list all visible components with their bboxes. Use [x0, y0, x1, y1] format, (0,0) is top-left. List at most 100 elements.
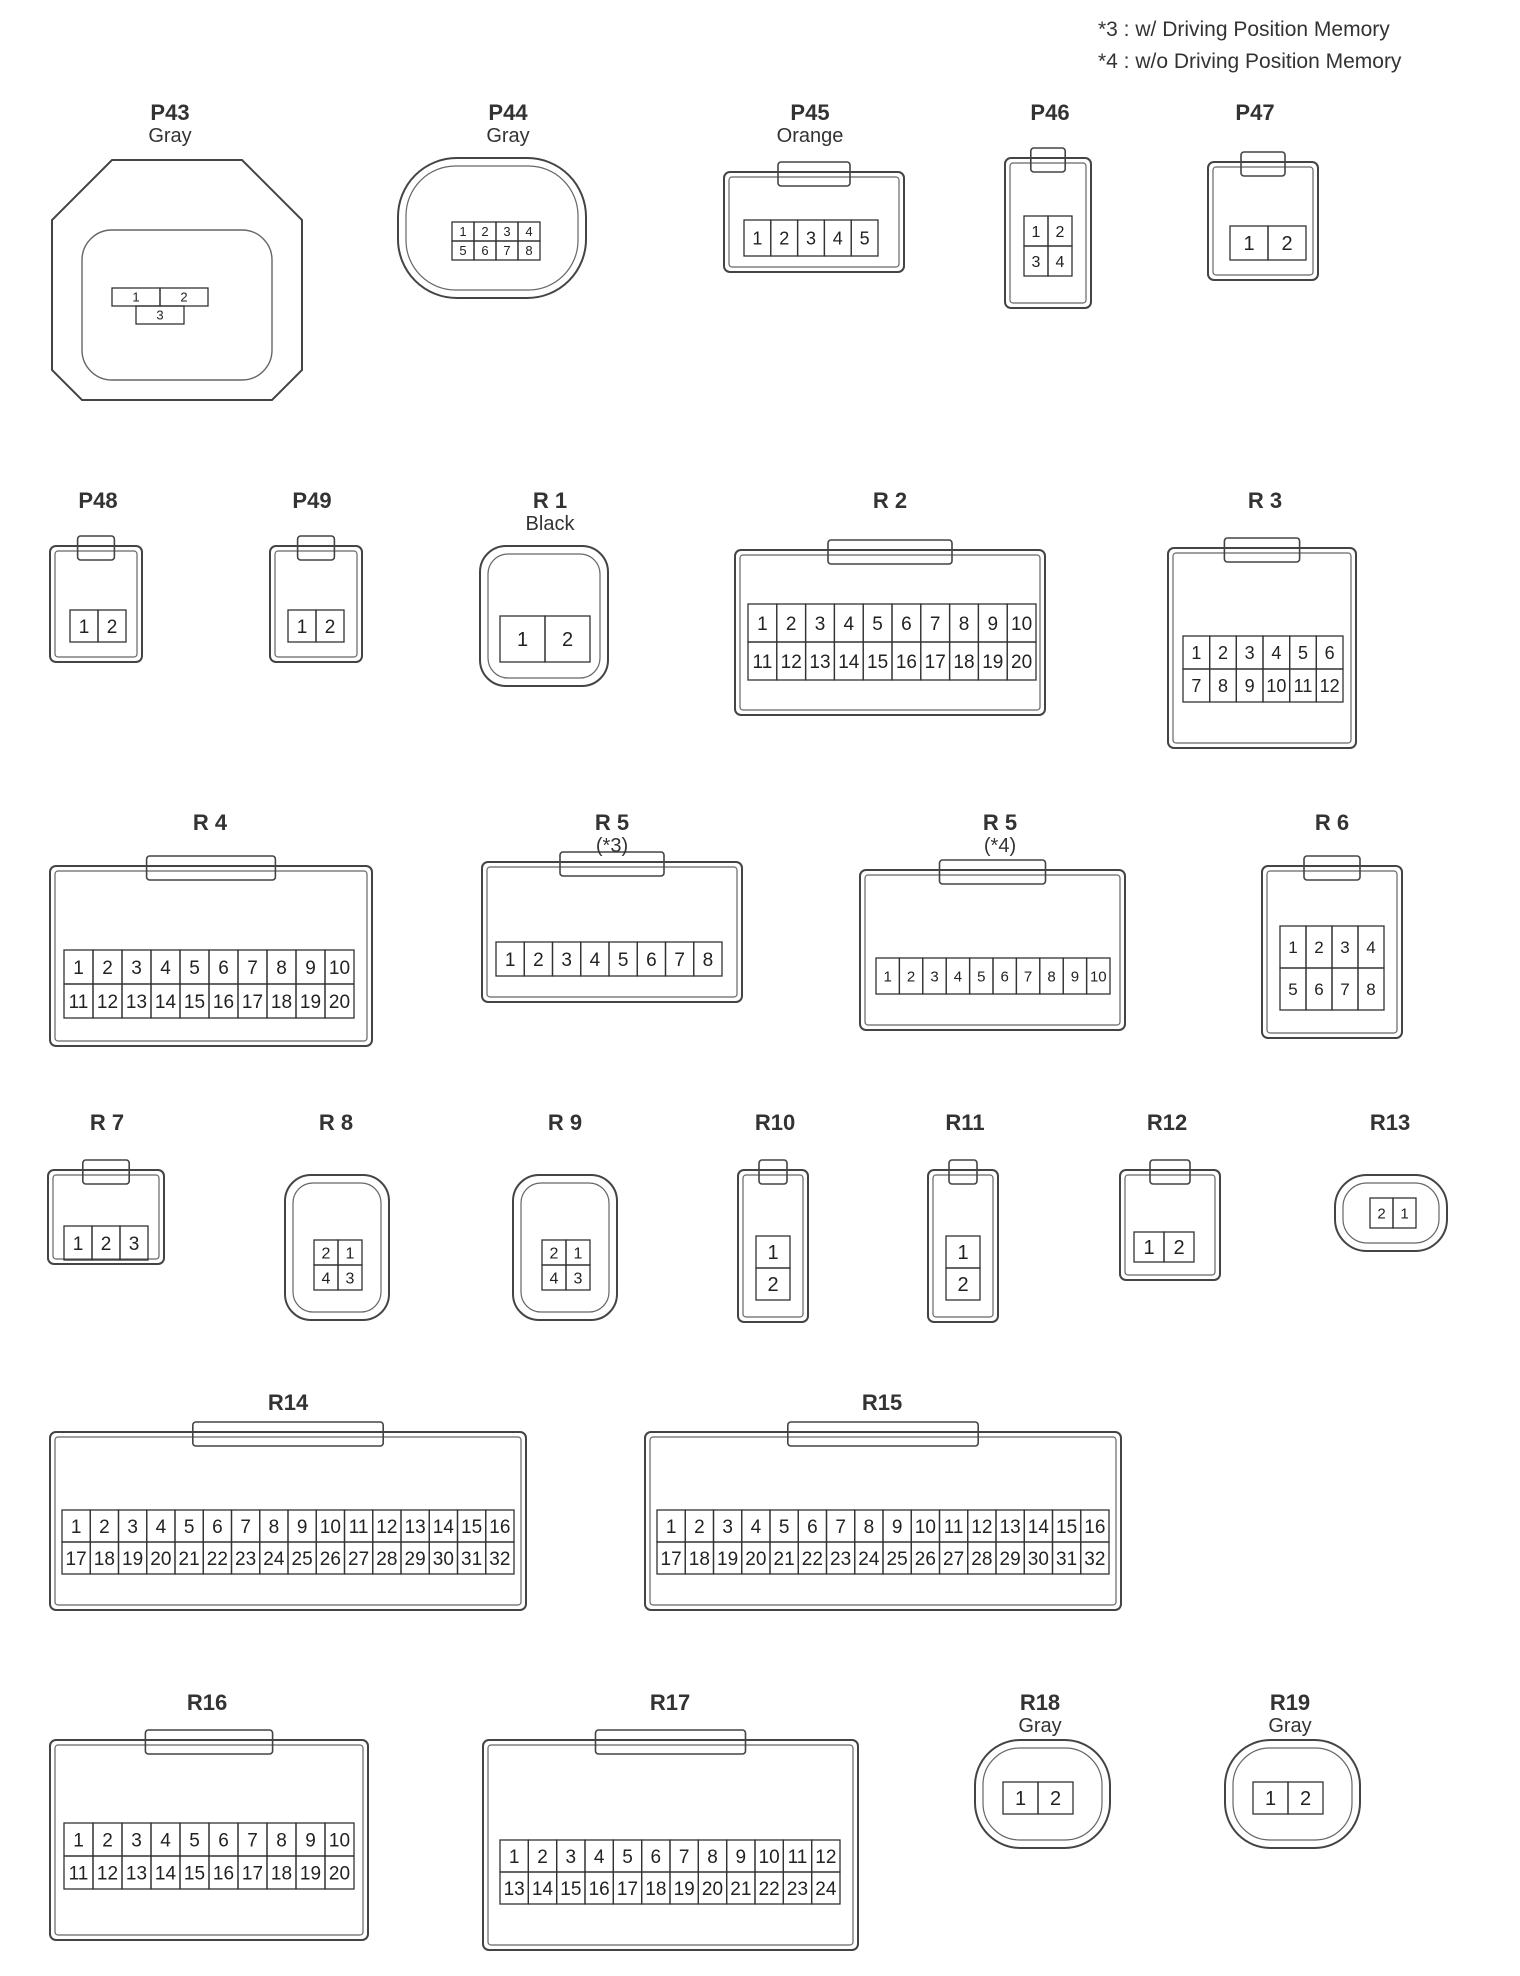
pin-number: 19 — [982, 652, 1003, 673]
pin-number: 12 — [1320, 676, 1340, 696]
pin-number: 19 — [674, 1879, 695, 1900]
pin-number: 12 — [376, 1517, 397, 1538]
pin-number: 6 — [218, 1830, 229, 1851]
connector-id: R15 — [861, 1390, 903, 1415]
connector-label: R13 — [1370, 1110, 1410, 1135]
pin-number: 17 — [66, 1549, 87, 1570]
pin-number: 21 — [179, 1549, 200, 1570]
pin-number: 3 — [1032, 254, 1041, 271]
pin-number: 17 — [242, 1863, 263, 1884]
pin-number: 6 — [807, 1517, 818, 1538]
pin-cell — [1047, 245, 1073, 277]
pin-number: 7 — [674, 950, 685, 971]
pin-number: 2 — [180, 290, 187, 305]
pin-number: 31 — [1056, 1549, 1077, 1570]
pin-cell — [337, 1264, 363, 1291]
pin-number: 24 — [263, 1549, 285, 1570]
pin-number: 8 — [276, 958, 287, 979]
pin-number: 20 — [150, 1549, 171, 1570]
pin-number: 20 — [329, 992, 350, 1013]
pin-cell — [485, 1541, 515, 1575]
pin-cell — [315, 609, 345, 643]
connector-label: P49 — [292, 488, 331, 513]
pin-number: 17 — [925, 652, 946, 673]
connector-sub: Orange — [776, 125, 844, 148]
pin-number: 1 — [957, 1242, 968, 1264]
pin-number: 12 — [97, 992, 118, 1013]
pin-number: 10 — [329, 1830, 350, 1851]
pin-number: 8 — [276, 1830, 287, 1851]
pin-number: 14 — [1028, 1517, 1050, 1538]
pin-number: 4 — [156, 1517, 167, 1538]
pin-number: 19 — [300, 992, 321, 1013]
pin-number: 2 — [325, 617, 336, 638]
pin-number: 6 — [651, 1847, 662, 1868]
pin-number: 16 — [896, 652, 917, 673]
pin-number: 13 — [809, 652, 830, 673]
pin-number: 13 — [126, 1863, 147, 1884]
pin-number: 4 — [833, 228, 843, 248]
pin-number: 2 — [102, 958, 113, 979]
pin-number: 1 — [752, 228, 762, 248]
pin-number: 1 — [73, 1234, 84, 1255]
pin-number: 6 — [901, 614, 912, 635]
pin-number: 1 — [1143, 1237, 1154, 1259]
pin-number: 19 — [300, 1863, 321, 1884]
pin-number: 12 — [781, 652, 802, 673]
pin-number: 11 — [1294, 676, 1313, 696]
pin-number: 25 — [887, 1549, 908, 1570]
connector-housing: 12 — [737, 1159, 809, 1323]
pin-number: 23 — [830, 1549, 851, 1570]
pin-number: 7 — [503, 243, 510, 258]
pin-number: 17 — [661, 1549, 682, 1570]
pin-number: 18 — [94, 1549, 115, 1570]
pin-number: 5 — [860, 228, 870, 248]
pin-number: 28 — [971, 1549, 992, 1570]
pin-number: 1 — [1015, 1788, 1026, 1810]
connector-sub: Black — [525, 513, 575, 536]
pin-number: 2 — [107, 617, 118, 638]
pin-number: 14 — [532, 1879, 554, 1900]
connector-id: R 4 — [192, 810, 228, 835]
pin-number: 10 — [1011, 614, 1032, 635]
connector-id: R 5 — [594, 810, 630, 835]
connector-label: P46 — [1030, 100, 1069, 125]
pin-number: 29 — [405, 1549, 426, 1570]
pin-number: 8 — [1047, 968, 1055, 985]
pin-number: 5 — [1298, 643, 1308, 663]
pin-number: 9 — [892, 1517, 903, 1538]
connector-id: R 3 — [1247, 488, 1283, 513]
pin-number: 5 — [622, 1847, 633, 1868]
connector-label: R 4 — [193, 810, 227, 835]
pin-number: 2 — [1056, 224, 1065, 241]
pin-number: 2 — [1300, 1788, 1311, 1810]
connector-label: R11 — [945, 1110, 984, 1135]
pin-number: 2 — [779, 228, 789, 248]
pin-number: 2 — [1050, 1788, 1061, 1810]
pin-number: 5 — [184, 1517, 195, 1538]
pin-number: 3 — [127, 1517, 138, 1538]
pin-number: 1 — [132, 290, 139, 305]
pin-number: 4 — [1056, 254, 1065, 271]
pin-number: 19 — [122, 1549, 143, 1570]
pin-number: 22 — [207, 1549, 228, 1570]
pin-number: 3 — [1340, 938, 1349, 957]
pin-number: 32 — [1084, 1549, 1105, 1570]
connector-id: R14 — [267, 1390, 309, 1415]
pin-number: 1 — [297, 617, 308, 638]
pin-number: 1 — [767, 1242, 778, 1264]
pin-number: 3 — [930, 968, 938, 985]
pin-cell — [517, 240, 541, 261]
pin-number: 15 — [867, 652, 888, 673]
pin-number: 11 — [788, 1847, 808, 1868]
connector-label: P47 — [1235, 100, 1274, 125]
pin-number: 10 — [1090, 968, 1107, 985]
pin-number: 2 — [907, 968, 915, 985]
pin-number: 15 — [184, 1863, 205, 1884]
